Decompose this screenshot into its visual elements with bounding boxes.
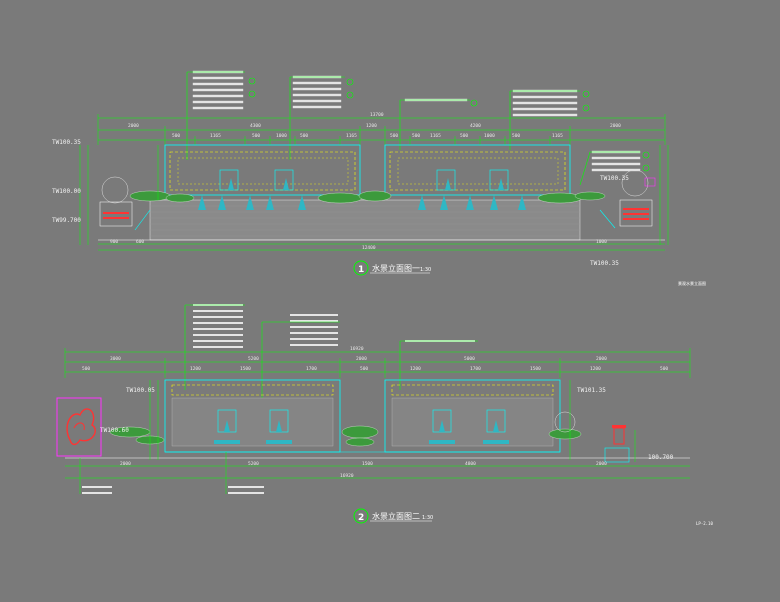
e2-shrubs bbox=[109, 411, 582, 447]
e2-dimensions-side bbox=[149, 380, 636, 462]
e1-level-left-top: TW100.35 bbox=[52, 139, 81, 146]
e2-dim-sub-8: 1500 bbox=[530, 366, 541, 372]
e1-dim-seg-2: 4300 bbox=[250, 123, 261, 129]
e1-level-left-low: TW99.700 bbox=[52, 217, 81, 224]
e1-water-jets bbox=[198, 178, 526, 210]
e1-dim-sub-5: 500 bbox=[300, 133, 308, 139]
e1-dim-sub-9: 1165 bbox=[430, 133, 441, 139]
e1-dim-sub-6: 1165 bbox=[346, 133, 357, 139]
e1-scale: 1:30 bbox=[420, 267, 431, 273]
e1-dim-bottom-1: 900 bbox=[110, 239, 118, 245]
e2-dim-sub-2: 1200 bbox=[190, 366, 201, 372]
e1-dim-sub-7: 500 bbox=[390, 133, 398, 139]
e2-dimensions-top: 16920 3000 5200 2000 5000 2000 500 1200 … bbox=[64, 346, 691, 378]
elevation-2: 16920 3000 5200 2000 5000 2000 500 1200 … bbox=[56, 304, 713, 526]
e1-dim-seg-3: 1200 bbox=[366, 123, 377, 129]
note-right: 景观水景立面图 bbox=[678, 280, 706, 286]
e1-planters bbox=[99, 177, 656, 231]
e1-dim-total: 13700 bbox=[370, 112, 384, 118]
e2-dim-seg-2: 5200 bbox=[248, 356, 259, 362]
e2-walls bbox=[65, 379, 690, 459]
e2-bottom-callouts bbox=[79, 452, 264, 494]
e2-dim-bottom-2: 5200 bbox=[248, 461, 259, 467]
e1-dim-sub-11: 1000 bbox=[484, 133, 495, 139]
e2-scale: 1:30 bbox=[422, 515, 433, 521]
e1-callouts bbox=[186, 70, 650, 186]
e2-dim-bottom-1: 2000 bbox=[120, 461, 131, 467]
e1-dim-bottom-total: 12400 bbox=[362, 245, 376, 251]
e1-title-block: 1 水景立面图一 1:30 bbox=[353, 260, 431, 276]
e1-dim-sub-3: 500 bbox=[252, 133, 260, 139]
e2-dim-sub-3: 1500 bbox=[240, 366, 251, 372]
e2-dim-sub-7: 1700 bbox=[470, 366, 481, 372]
e1-dim-bottom-2: 600 bbox=[136, 239, 144, 245]
e1-dim-seg-4: 4200 bbox=[470, 123, 481, 129]
e1-dim-seg-1: 2000 bbox=[128, 123, 139, 129]
e2-level-right: TW101.35 bbox=[577, 387, 606, 394]
e2-dim-bottom-4: 4800 bbox=[465, 461, 476, 467]
e2-dim-bottom-total: 16920 bbox=[340, 473, 354, 479]
e2-lantern bbox=[604, 425, 630, 463]
e1-level-left-mid: TW100.00 bbox=[52, 188, 81, 195]
e1-title: 水景立面图一 bbox=[372, 263, 420, 273]
e1-dim-sub-2: 1165 bbox=[210, 133, 221, 139]
e2-water-jets bbox=[214, 420, 509, 444]
e1-dim-sub-4: 1000 bbox=[276, 133, 287, 139]
elevation-1: 13700 2000 4300 1200 4200 2000 500 1165 … bbox=[52, 70, 706, 286]
e2-dim-seg-5: 2000 bbox=[596, 356, 607, 362]
e2-sculpture bbox=[56, 397, 102, 457]
e2-dim-seg-3: 2000 bbox=[356, 356, 367, 362]
e1-dim-sub-8: 500 bbox=[412, 133, 420, 139]
e2-dim-sub-10: 500 bbox=[660, 366, 668, 372]
e1-dim-sub-10: 500 bbox=[460, 133, 468, 139]
e2-dim-total: 16920 bbox=[350, 346, 364, 352]
e2-callouts bbox=[184, 304, 478, 400]
e1-level-right-b: TW100.35 bbox=[590, 260, 619, 267]
e1-dim-sub-1: 500 bbox=[172, 133, 180, 139]
e2-level-left-b: TW100.60 bbox=[100, 427, 129, 434]
e2-dim-sub-1: 500 bbox=[82, 366, 90, 372]
e1-dim-sub-13: 1165 bbox=[552, 133, 563, 139]
e2-dimensions-bottom: 2000 5200 1500 4800 2000 16920 bbox=[65, 461, 690, 479]
e2-dim-sub-4: 1700 bbox=[306, 366, 317, 372]
e1-dimensions-top: 13700 2000 4300 1200 4200 2000 500 1165 … bbox=[97, 112, 666, 145]
e2-level-right-low: 100.700 bbox=[648, 454, 674, 461]
sheet-number: LP-2.10 bbox=[696, 521, 713, 526]
e2-dim-bottom-3: 1500 bbox=[362, 461, 373, 467]
e2-number: 2 bbox=[358, 513, 364, 523]
e1-dim-seg-5: 2000 bbox=[610, 123, 621, 129]
e1-dim-sub-12: 500 bbox=[512, 133, 520, 139]
e1-dimensions-side bbox=[79, 145, 669, 245]
e1-level-right-a: TW100.35 bbox=[600, 175, 629, 182]
e2-dim-sub-9: 1200 bbox=[590, 366, 601, 372]
e2-dim-seg-1: 3000 bbox=[110, 356, 121, 362]
e1-dimensions-bottom: 900 600 1000 12400 bbox=[98, 239, 665, 251]
e2-dim-sub-6: 1200 bbox=[410, 366, 421, 372]
e1-number: 1 bbox=[358, 265, 364, 275]
e2-dim-sub-5: 500 bbox=[360, 366, 368, 372]
e1-dim-bottom-3: 1000 bbox=[596, 239, 607, 245]
e2-dim-seg-4: 5000 bbox=[464, 356, 475, 362]
e2-title-block: 2 水景立面图二 1:30 bbox=[353, 508, 433, 524]
e2-dim-bottom-5: 2000 bbox=[596, 461, 607, 467]
e1-shrubs bbox=[101, 169, 649, 204]
e2-level-left: TW100.05 bbox=[126, 387, 155, 394]
e2-title: 水景立面图二 bbox=[372, 511, 420, 521]
